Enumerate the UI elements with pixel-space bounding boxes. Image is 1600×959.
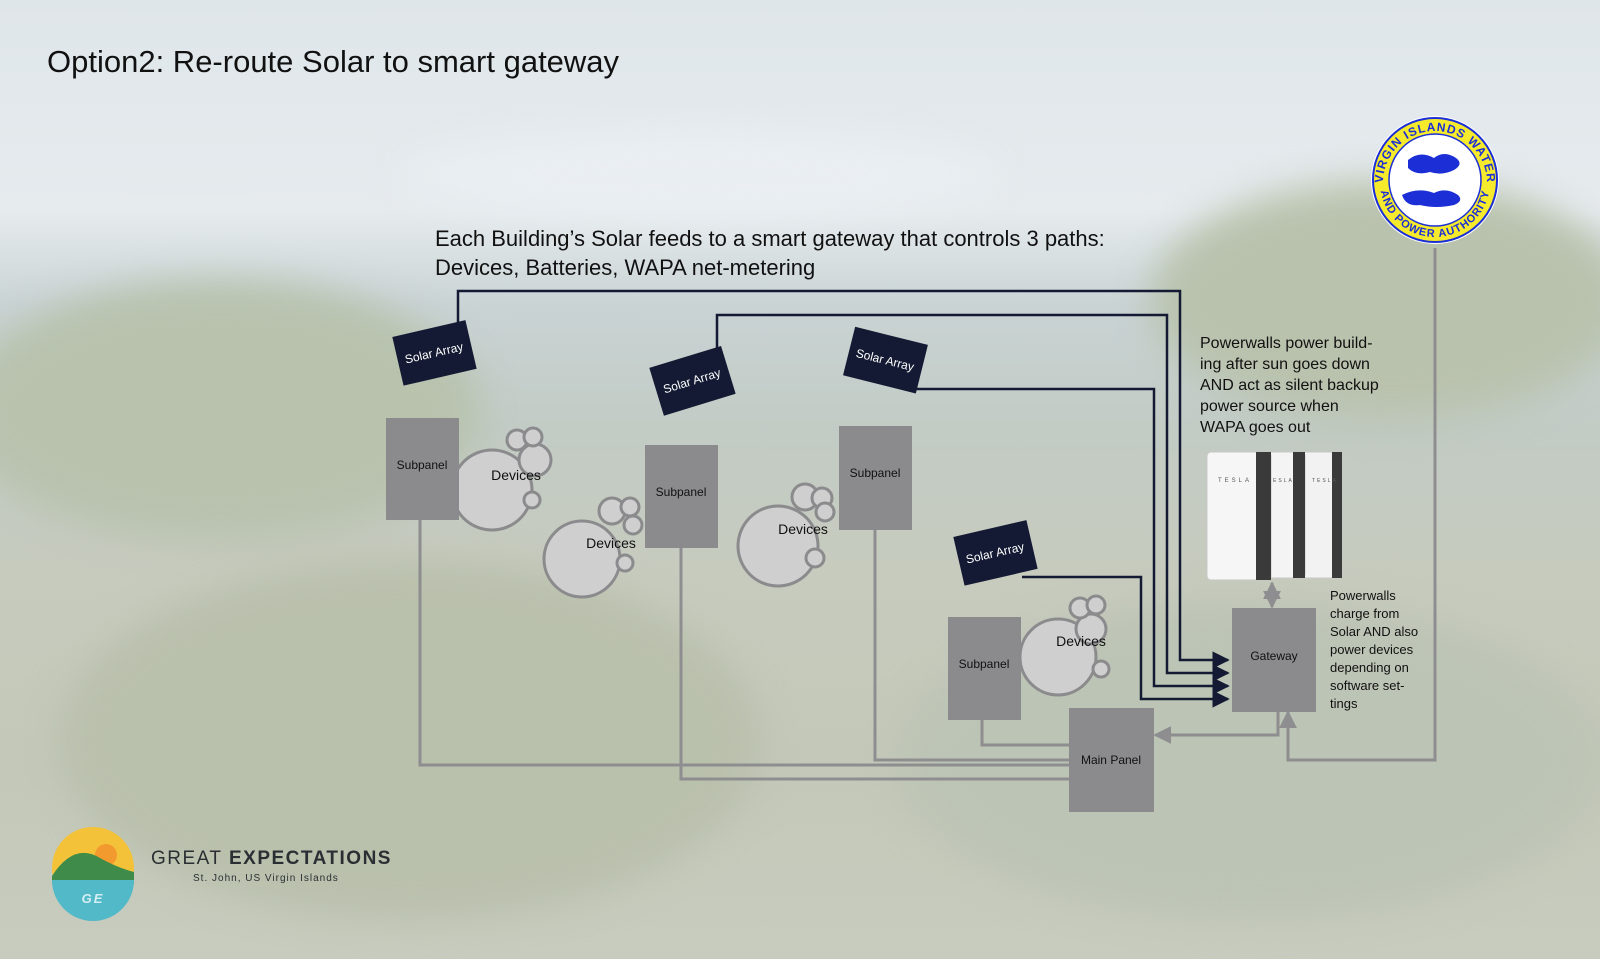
subtitle-line-2: Devices, Batteries, WAPA net-metering [435, 255, 816, 280]
note-line: depending on [1330, 660, 1409, 675]
bg-palms [60, 560, 760, 920]
brand-monogram: GE [82, 891, 105, 906]
subpanel-3-label: Subpanel [850, 466, 901, 480]
subpanel-2-label: Subpanel [656, 485, 707, 499]
solar-array-2 [649, 345, 736, 416]
devices-1-label: Devices [491, 467, 541, 483]
powerwall-batteries: TESLA TESLA TESLA [1206, 451, 1343, 581]
wire-gateway-to-main [1153, 712, 1280, 744]
solar-wires [456, 289, 1230, 708]
powerwall-3: TESLA [1301, 451, 1343, 579]
note-line: ing after sun goes down [1200, 356, 1370, 373]
device-cluster-3 [736, 482, 836, 588]
devices-2-label: Devices [586, 535, 636, 551]
grid-wires [418, 248, 1437, 781]
brand-name-bold: EXPECTATIONS [228, 848, 392, 869]
wire-solar-1-to-gateway [456, 289, 1230, 669]
brand-location: St. John, US Virgin Islands [193, 873, 339, 884]
wapa-logo: VIRGIN ISLANDS WATER AND POWER AUTHORITY [1371, 116, 1499, 244]
wire-subpanel-2-to-main [679, 548, 1070, 781]
solar-array-4 [953, 520, 1038, 586]
gateway-box [1232, 608, 1316, 712]
device-cluster-4 [1018, 594, 1111, 697]
wire-subpanel-1-to-main [418, 520, 1070, 767]
main-panel-box [1069, 708, 1154, 812]
wire-wapa-to-gateway [1279, 248, 1437, 762]
note-line: Solar AND also [1330, 624, 1419, 639]
powerwall-1: TESLA [1206, 451, 1272, 581]
subpanel-3 [839, 426, 912, 530]
devices-3-label: Devices [778, 521, 828, 537]
brand-name-light: GREAT [151, 848, 229, 869]
note-line: power source when [1200, 398, 1339, 415]
note-line: software set- [1330, 678, 1405, 693]
subpanel-1 [386, 418, 459, 520]
wire-subpanel-3-to-main [873, 530, 1070, 762]
island-shape-icon [1402, 190, 1461, 207]
bg-hill-right [1150, 180, 1600, 420]
diagram-subtitle: Each Building’s Solar feeds to a smart g… [435, 224, 1105, 282]
note-line: Powerwalls power build- [1200, 335, 1373, 352]
note-line: AND act as silent backup [1200, 377, 1379, 394]
brand-logo: GE [52, 827, 134, 921]
diagram-labels: Solar Array Solar Array Solar Array Sola… [397, 340, 1298, 767]
subpanel-1-label: Subpanel [397, 458, 448, 472]
devices-4-label: Devices [1056, 633, 1106, 649]
wire-subpanel-4-to-main [980, 720, 1070, 747]
subpanel-4-label: Subpanel [959, 657, 1010, 671]
note-line: tings [1330, 696, 1358, 711]
device-cluster-1 [450, 426, 553, 532]
wire-solar-2-to-gateway [715, 313, 1230, 682]
note-powerwall-backup: Powerwalls power build- ing after sun go… [1200, 333, 1379, 438]
note-line: WAPA goes out [1200, 419, 1311, 436]
note-line: charge from [1330, 606, 1400, 621]
powerwall-1-brand: TESLA [1218, 478, 1252, 484]
panel-boxes [386, 418, 1316, 812]
main-panel-label: Main Panel [1081, 753, 1141, 767]
device-cluster-2 [542, 496, 644, 599]
brand-name: GREAT EXPECTATIONS [151, 848, 392, 870]
subtitle-line-1: Each Building’s Solar feeds to a smart g… [435, 226, 1105, 251]
island-shape-icon [1408, 154, 1460, 174]
powerwall-2-brand: TESLA [1268, 478, 1294, 484]
note-line: power devices [1330, 642, 1414, 657]
note-powerwall-charge: Powerwalls charge from Solar AND also po… [1330, 587, 1418, 713]
bg-clouds [400, 130, 1000, 220]
subpanel-2 [645, 445, 718, 548]
solar-array-3 [843, 326, 928, 394]
page-title: Option2: Re-route Solar to smart gateway [47, 44, 620, 79]
wire-solar-4-to-gateway [1022, 575, 1230, 708]
note-line: Powerwalls [1330, 588, 1396, 603]
solar-array-1 [392, 320, 477, 386]
powerwall-3-brand: TESLA [1312, 478, 1338, 484]
wire-solar-3-to-gateway [912, 387, 1230, 695]
gateway-label: Gateway [1250, 649, 1297, 663]
subpanel-4 [948, 617, 1021, 720]
